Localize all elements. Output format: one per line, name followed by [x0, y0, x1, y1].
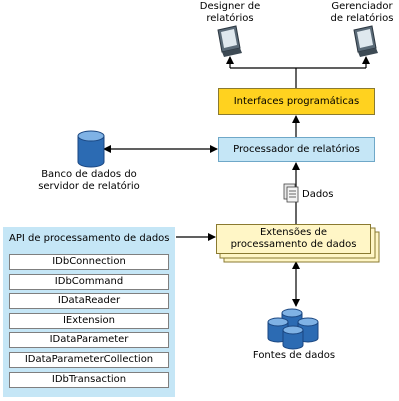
data-sources-icon: [267, 308, 319, 350]
api-item-iextension: IExtension: [9, 313, 169, 329]
api-item-idatareader: IDataReader: [9, 293, 169, 309]
designer-monitor-icon: [217, 25, 242, 57]
data-document-icon: [283, 183, 299, 203]
api-item-idataparameter: IDataParameter: [9, 332, 169, 348]
database-icon: [77, 130, 105, 168]
api-item-idataparametercollection: IDataParameterCollection: [9, 352, 169, 368]
processor-box: Processador de relatórios: [218, 137, 375, 162]
api-panel: API de processamento de dados IDbConnect…: [3, 227, 175, 397]
sources-label: Fontes de dados: [252, 350, 336, 361]
api-item-idbconnection: IDbConnection: [9, 254, 169, 270]
api-item-idbtransaction: IDbTransaction: [9, 372, 169, 388]
database-label: Banco de dados do servidor de relatório: [38, 169, 140, 192]
interfaces-box: Interfaces programáticas: [218, 88, 375, 115]
extensions-box: Extensões de processamento de dados: [216, 224, 371, 254]
manager-monitor-icon: [353, 25, 378, 57]
arrow-interfaces-to-clients: [226, 56, 370, 88]
api-item-idbcommand: IDbCommand: [9, 274, 169, 290]
manager-label: Gerenciador de relatórios: [330, 1, 394, 24]
api-title: API de processamento de dados: [9, 233, 170, 244]
designer-label: Designer de relatórios: [199, 1, 261, 24]
data-label: Dados: [302, 189, 334, 200]
